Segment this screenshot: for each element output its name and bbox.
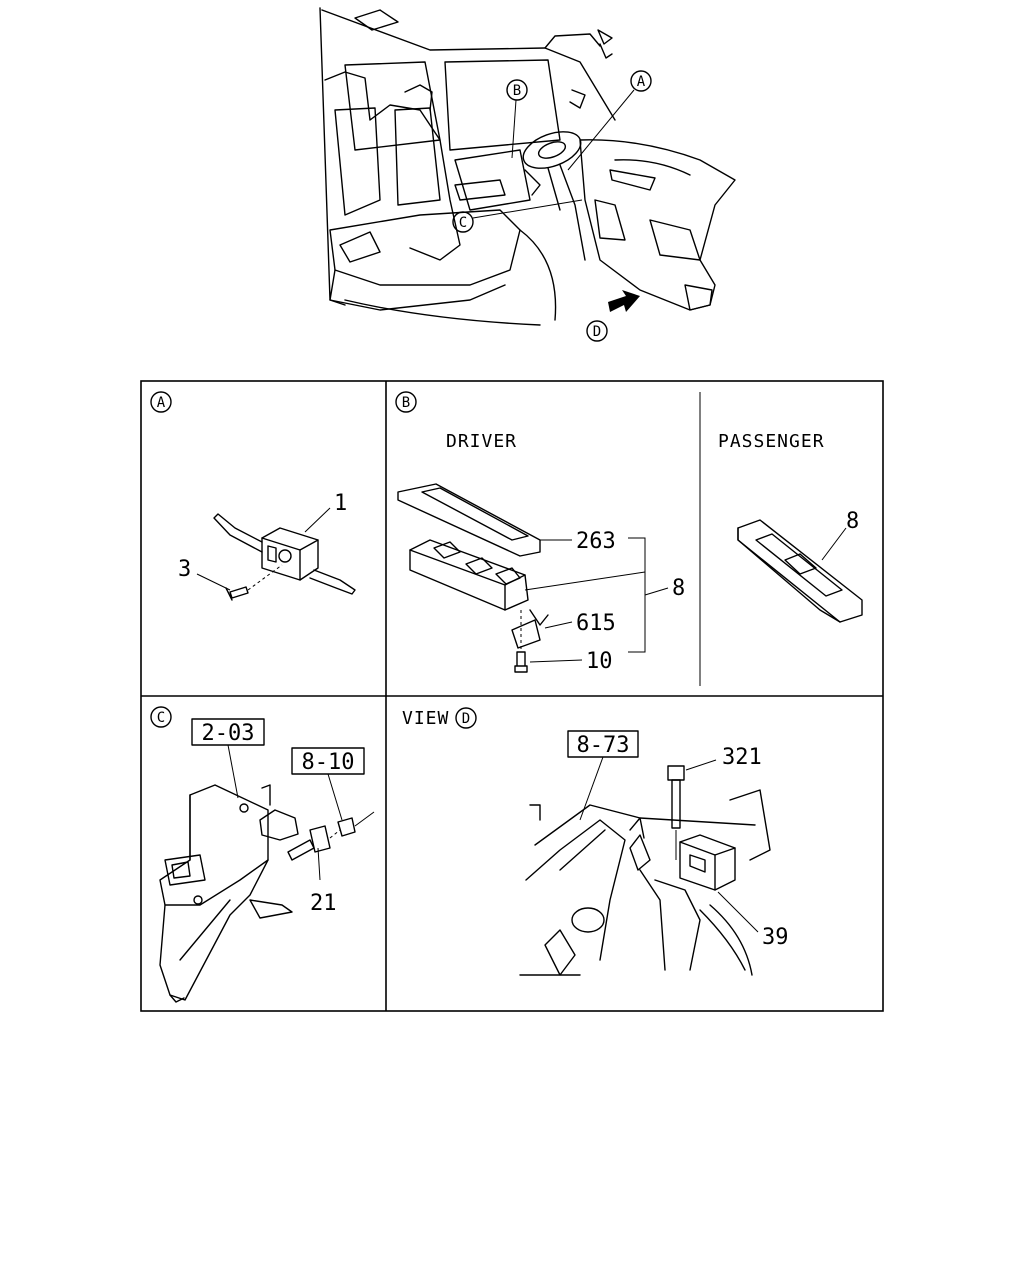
- panel-c-ref-2-03: 2-03: [202, 721, 255, 746]
- panel-c-marker-letter: C: [157, 710, 165, 726]
- panel-d-view-d: VIEW D 8-73 321 39: [402, 707, 789, 976]
- callout-d-marker: [586, 320, 608, 342]
- panel-b-part-10: 10: [586, 649, 613, 674]
- panel-d-part-39: 39: [762, 925, 789, 950]
- panel-b-marker-letter: B: [402, 395, 410, 411]
- panel-a-part-1: 1: [334, 491, 347, 516]
- driver-label: DRIVER: [446, 431, 517, 452]
- callout-b-letter: B: [513, 83, 521, 99]
- callout-d-letter: D: [593, 324, 601, 340]
- panel-a-part-3: 3: [178, 557, 191, 582]
- panel-d-part-321: 321: [722, 745, 762, 770]
- panel-c-marker: [150, 706, 172, 728]
- callout-c-letter: C: [459, 215, 467, 231]
- view-label: VIEW: [402, 708, 449, 729]
- panel-a-marker: [150, 391, 172, 413]
- panel-b-part-615: 615: [576, 611, 616, 636]
- callout-a-marker: [630, 70, 652, 92]
- passenger-label: PASSENGER: [718, 431, 825, 452]
- panel-d-marker-letter: D: [462, 711, 470, 727]
- cab-interior-overview: A B C D: [319, 7, 736, 342]
- panel-c-part-21: 21: [310, 891, 337, 916]
- panel-b-part-8-passenger: 8: [846, 509, 859, 534]
- callout-a-letter: A: [637, 74, 646, 90]
- view-direction-arrow-icon: [608, 290, 640, 312]
- panel-d-ref-8-73: 8-73: [577, 733, 630, 758]
- callout-b-marker: [506, 79, 528, 101]
- panel-b-part-263: 263: [576, 529, 616, 554]
- panel-b-window-switch: B DRIVER PASSENGER 263 615 10 8: [395, 391, 863, 674]
- detail-panel-grid: [140, 380, 884, 1012]
- panel-b-marker: [395, 391, 417, 413]
- panel-a-marker-letter: A: [157, 395, 166, 411]
- callout-c-marker: [452, 211, 474, 233]
- panel-c-ref-8-10: 8-10: [302, 750, 355, 775]
- panel-c-brake-switch: C 2-03 8-10 21: [150, 706, 375, 1003]
- panel-d-marker: [455, 707, 477, 729]
- panel-a-combination-switch: A 1 3: [150, 391, 356, 601]
- panel-b-part-8: 8: [672, 576, 685, 601]
